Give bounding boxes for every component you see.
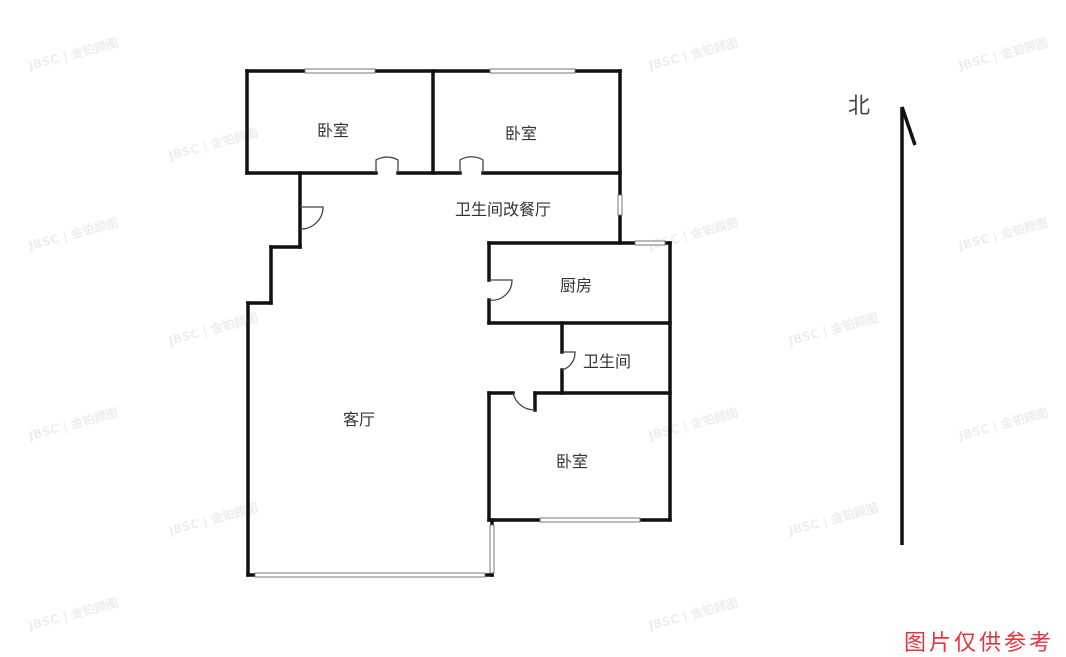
svg-text:JBSC | 金铂顾图: JBSC | 金铂顾图 <box>646 35 740 74</box>
svg-text:JBSC | 金铂顾图: JBSC | 金铂顾图 <box>646 215 740 254</box>
svg-text:JBSC | 金铂顾图: JBSC | 金铂顾图 <box>166 310 260 349</box>
north-label: 北 <box>848 94 871 119</box>
svg-text:JBSC | 金铂顾图: JBSC | 金铂顾图 <box>166 500 260 539</box>
room-label-kitchen: 厨房 <box>560 276 592 295</box>
svg-text:JBSC | 金铂顾图: JBSC | 金铂顾图 <box>956 35 1050 74</box>
svg-text:JBSC | 金铂顾图: JBSC | 金铂顾图 <box>646 595 740 634</box>
svg-text:JBSC | 金铂顾图: JBSC | 金铂顾图 <box>956 215 1050 254</box>
doors <box>299 156 576 411</box>
disclaimer-text: 图片仅供参考 <box>904 631 1055 656</box>
room-label-living: 客厅 <box>343 410 375 429</box>
svg-text:JBSC | 金铂顾图: JBSC | 金铂顾图 <box>646 405 740 444</box>
svg-text:JBSC | 金铂顾图: JBSC | 金铂顾图 <box>26 595 120 634</box>
room-label-bedroom-ne: 卧室 <box>505 124 537 143</box>
walls <box>245 69 672 577</box>
room-label-bedroom-se: 卧室 <box>556 452 588 471</box>
watermarks: JBSC | 金铂顾图 JBSC | 金铂顾图 JBSC | 金铂顾图 JBSC… <box>26 35 1050 634</box>
room-label-dining: 卫生间改餐厅 <box>455 200 551 219</box>
room-labels: 卧室 卧室 卫生间改餐厅 厨房 卫生间 客厅 卧室 <box>317 121 631 471</box>
svg-text:JBSC | 金铂顾图: JBSC | 金铂顾图 <box>26 405 120 444</box>
svg-text:JBSC | 金铂顾图: JBSC | 金铂顾图 <box>26 215 120 254</box>
north-arrow-icon <box>900 106 917 545</box>
room-label-bathroom: 卫生间 <box>583 352 631 371</box>
svg-text:JBSC | 金铂顾图: JBSC | 金铂顾图 <box>786 500 880 539</box>
svg-text:JBSC | 金铂顾图: JBSC | 金铂顾图 <box>26 35 120 74</box>
room-label-bedroom-nw: 卧室 <box>317 121 349 140</box>
svg-text:JBSC | 金铂顾图: JBSC | 金铂顾图 <box>786 310 880 349</box>
svg-text:JBSC | 金铂顾图: JBSC | 金铂顾图 <box>956 405 1050 444</box>
windows <box>254 68 666 578</box>
